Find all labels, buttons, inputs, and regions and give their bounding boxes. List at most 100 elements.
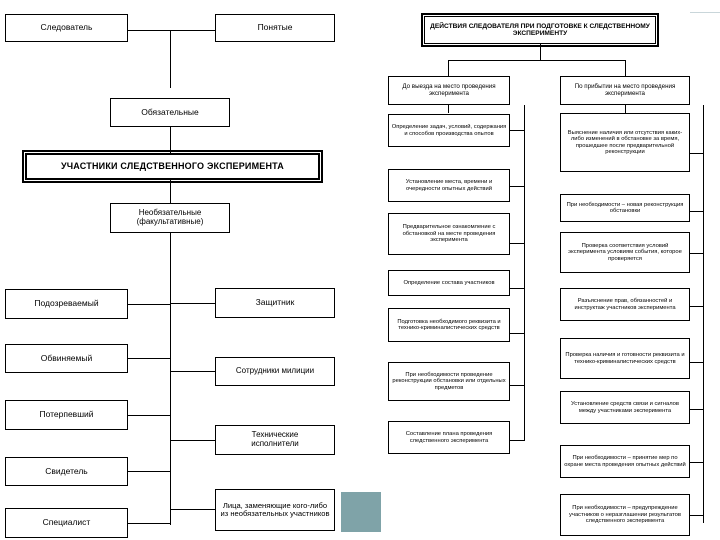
connector-rail-before-top	[448, 105, 449, 113]
connector-to-branch-before	[448, 60, 449, 76]
connector-row-poterpevshiy	[128, 415, 171, 416]
node-sledovatel-label: Следователь	[40, 22, 93, 33]
connector-step-after-7	[689, 462, 704, 463]
step-before-4-label: Определение состава участников	[403, 279, 495, 286]
node-neobyazatelnye-label-2: (факультативные)	[136, 217, 204, 226]
node-specialist-label: Специалист	[42, 517, 91, 528]
connector-step-after-6	[689, 409, 704, 410]
step-after-7[interactable]: При необходимости – принятие мер по охра…	[560, 445, 690, 478]
connector-title-down	[170, 180, 171, 204]
connector-step-after-2	[689, 211, 704, 212]
step-before-2-label: Установление места, времени и очередност…	[405, 179, 493, 192]
node-sledovatel[interactable]: Следователь	[5, 14, 128, 42]
step-before-3[interactable]: Предварительное ознакомление с обстановк…	[388, 213, 510, 255]
node-ponyatye[interactable]: Понятые	[215, 14, 335, 42]
connector-row-sotrudniki	[170, 371, 215, 372]
step-before-6[interactable]: При необходимости проведение реконструкц…	[388, 362, 510, 401]
node-podozrevaemyi-label: Подозреваемый	[34, 298, 99, 309]
connector-step-after-5	[689, 362, 704, 363]
step-after-7-label: При необходимости – принятие мер по охра…	[564, 455, 686, 468]
step-after-5[interactable]: Проверка наличия и готовности реквизита …	[560, 338, 690, 379]
node-specialist[interactable]: Специалист	[5, 508, 128, 538]
step-before-2[interactable]: Установление места, времени и очередност…	[388, 169, 510, 202]
connector-optional-spine	[170, 233, 171, 525]
connector-step-before-7	[510, 440, 525, 441]
step-after-4-label: Разъяснение прав, обязанностей и инструк…	[574, 298, 676, 311]
step-after-1-label: Выяснение наличия или отсутствия каких-л…	[567, 129, 683, 155]
step-after-5-label: Проверка наличия и готовности реквизита …	[565, 352, 685, 365]
connector-step-before-3	[510, 243, 525, 244]
title-participants: УЧАСТНИКИ СЛЕДСТВЕННОГО ЭКСПЕРИМЕНТА	[22, 150, 323, 183]
node-tehnicheskie-ispolniteli[interactable]: Технические исполнители	[215, 425, 335, 455]
connector-header-down	[540, 44, 541, 60]
step-after-8-label: При необходимости – предупреждение участ…	[569, 505, 681, 525]
branch-after-arrival-label: По прибытии на место проведения эксперим…	[574, 82, 676, 97]
title-investigator-actions-label: ДЕЙСТВИЯ СЛЕДОВАТЕЛЯ ПРИ ПОДГОТОВКЕ К СЛ…	[430, 22, 650, 37]
node-zamenyayushchie-lica[interactable]: Лица, заменяющие кого-либо из необязател…	[215, 489, 335, 531]
node-obyazatelnye-label: Обязательные	[141, 106, 199, 117]
connector-row-tehispolniteli	[170, 440, 215, 441]
branch-before-departure-label: До выезда на место проведения эксперимен…	[402, 82, 496, 97]
connector-row-zamenyayushchie	[170, 509, 215, 510]
connector-sledovatel-to-spine	[128, 30, 171, 31]
step-before-1[interactable]: Определение задач, условий, содержания и…	[388, 114, 510, 147]
node-obyazatelnye[interactable]: Обязательные	[110, 98, 230, 127]
step-after-6[interactable]: Установление средств связи и сигналов ме…	[560, 391, 690, 424]
connector-row-svidetel	[128, 471, 171, 472]
node-zamenyayushchie-lica-label: Лица, заменяющие кого-либо из необязател…	[220, 500, 330, 518]
step-after-2[interactable]: При необходимости – новая реконструкция …	[560, 194, 690, 222]
node-zashchitnik-label: Защитник	[255, 297, 295, 308]
node-obvinyaemyi-label: Обвиняемый	[40, 352, 93, 363]
connector-step-after-1	[689, 153, 704, 154]
node-svidetel-label: Свидетель	[45, 465, 88, 476]
node-tehnicheskie-ispolniteli-label-1: Технические	[251, 430, 299, 440]
node-poterpevshiy-label: Потерпевший	[39, 409, 94, 420]
connector-rail-after-top	[625, 105, 626, 113]
connector-left-spine	[170, 30, 171, 88]
connector-row-specialist	[128, 523, 171, 524]
step-after-8[interactable]: При необходимости – предупреждение участ…	[560, 494, 690, 536]
connector-step-before-6	[510, 385, 525, 386]
node-neobyazatelnye[interactable]: Необязательные (факультативные)	[110, 203, 230, 233]
connector-to-branch-after	[625, 60, 626, 76]
connector-step-before-2	[510, 186, 525, 187]
step-after-4[interactable]: Разъяснение прав, обязанностей и инструк…	[560, 288, 690, 321]
connector-ponyatye-to-spine	[170, 30, 215, 31]
connector-header-split	[448, 60, 626, 61]
node-zashchitnik[interactable]: Защитник	[215, 288, 335, 318]
connector-step-after-3	[689, 253, 704, 254]
connector-rail-after	[703, 105, 704, 523]
step-before-3-label: Предварительное ознакомление с обстановк…	[402, 224, 496, 244]
title-participants-label: УЧАСТНИКИ СЛЕДСТВЕННОГО ЭКСПЕРИМЕНТА	[60, 161, 284, 172]
scan-artifact-block	[341, 492, 381, 532]
step-before-7[interactable]: Составление плана проведения следственно…	[388, 421, 510, 454]
node-sotrudniki-milicii-label: Сотрудники милиции	[235, 366, 315, 376]
step-after-1[interactable]: Выяснение наличия или отсутствия каких-л…	[560, 113, 690, 172]
node-poterpevshiy[interactable]: Потерпевший	[5, 400, 128, 430]
node-svidetel[interactable]: Свидетель	[5, 457, 128, 486]
node-obvinyaemyi[interactable]: Обвиняемый	[5, 344, 128, 373]
connector-row-obvinyaemyi	[128, 358, 171, 359]
title-investigator-actions: ДЕЙСТВИЯ СЛЕДОВАТЕЛЯ ПРИ ПОДГОТОВКЕ К СЛ…	[421, 13, 659, 47]
connector-row-podozrevaemyi	[128, 304, 171, 305]
node-ponyatye-label: Понятые	[257, 22, 293, 33]
connector-rail-before	[524, 105, 525, 440]
branch-before-departure[interactable]: До выезда на место проведения эксперимен…	[388, 76, 510, 105]
step-before-4[interactable]: Определение состава участников	[388, 270, 510, 296]
step-before-5[interactable]: Подготовка необходимого реквизита и техн…	[388, 308, 510, 342]
connector-step-before-1	[510, 130, 525, 131]
connector-row-zashchitnik	[170, 303, 215, 304]
step-after-3[interactable]: Проверка соответствия условий эксперимен…	[560, 232, 690, 273]
connector-step-before-4	[510, 288, 525, 289]
node-sotrudniki-milicii[interactable]: Сотрудники милиции	[215, 357, 335, 386]
step-before-6-label: При необходимости проведение реконструкц…	[392, 371, 506, 391]
connector-step-before-5	[510, 333, 525, 334]
connector-step-after-8	[689, 515, 704, 516]
branch-after-arrival[interactable]: По прибытии на место проведения эксперим…	[560, 76, 690, 105]
node-podozrevaemyi[interactable]: Подозреваемый	[5, 289, 128, 319]
step-after-3-label: Проверка соответствия условий эксперимен…	[568, 242, 682, 262]
step-before-5-label: Подготовка необходимого реквизита и техн…	[397, 318, 501, 331]
step-before-7-label: Составление плана проведения следственно…	[405, 431, 493, 444]
node-tehnicheskie-ispolniteli-label-2: исполнители	[251, 439, 299, 448]
